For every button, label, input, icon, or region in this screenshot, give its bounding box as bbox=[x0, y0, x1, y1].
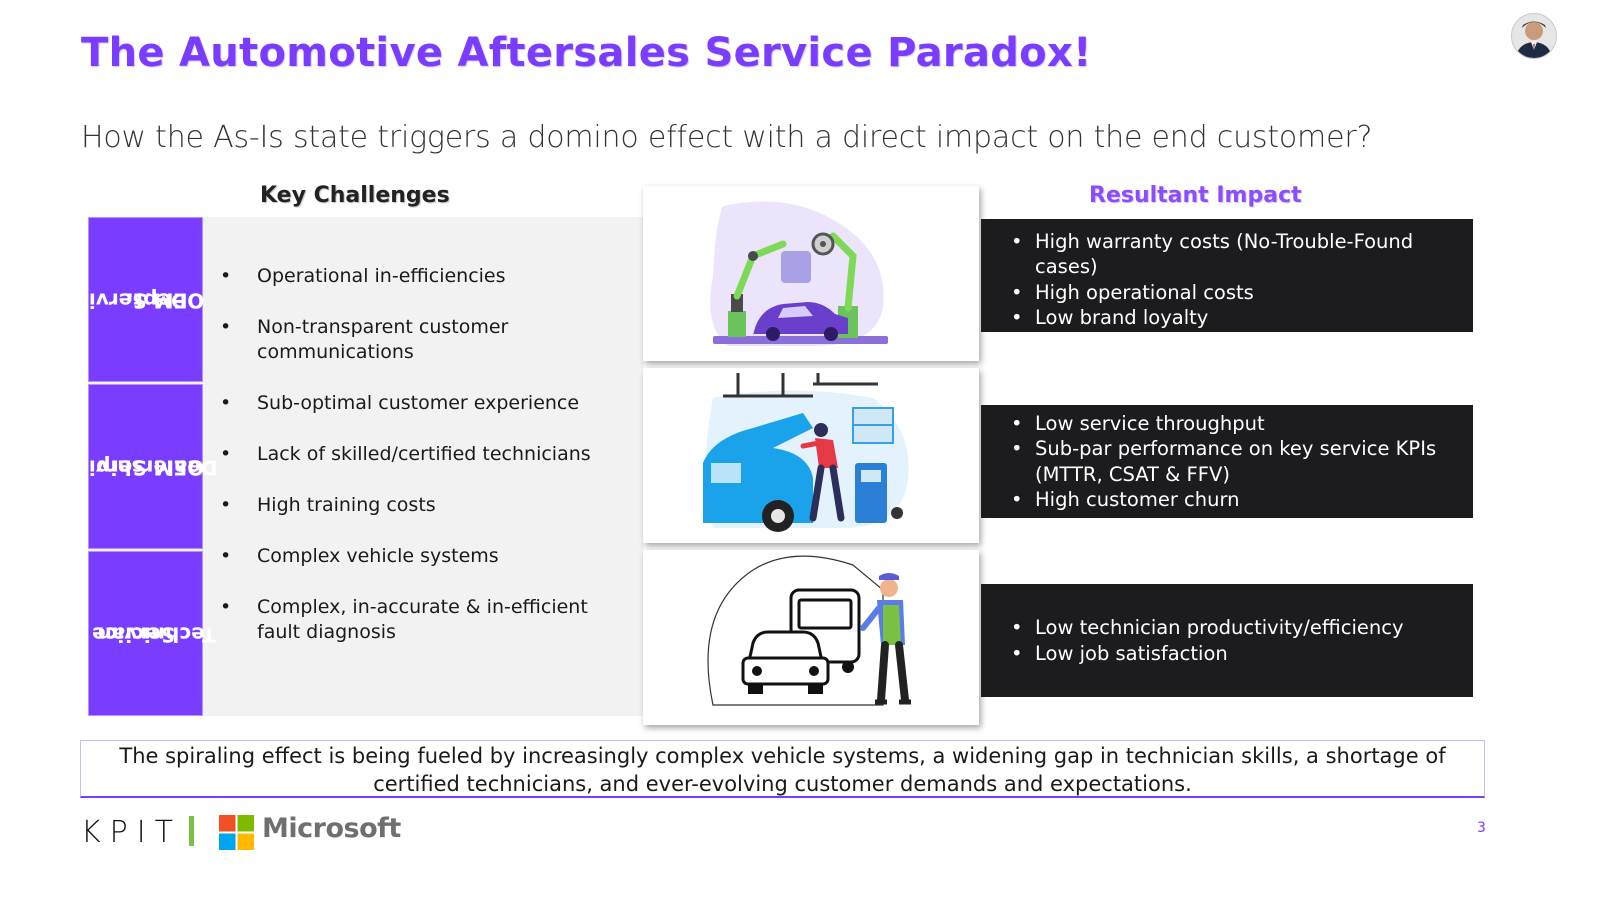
category-service-technician: Service Technician bbox=[88, 551, 216, 716]
mechanic-car-illustration bbox=[643, 368, 979, 543]
factory-robot-illustration bbox=[643, 186, 979, 361]
challenge-item: Operational in-efficiencies bbox=[220, 264, 630, 289]
impact-box-oem-service-dept: High warranty costs (No-Trouble-Found ca… bbox=[981, 219, 1473, 332]
page-number: 3 bbox=[1477, 820, 1486, 836]
mechanic-car-icon bbox=[703, 373, 909, 532]
challenge-item: Non-transparent customer communications bbox=[220, 315, 630, 365]
challenges-list: Operational in-efficiencies Non-transpar… bbox=[220, 264, 630, 671]
technician-vehicles-icon bbox=[707, 555, 911, 706]
slide-title: The Automotive Aftersales Service Parado… bbox=[81, 30, 1092, 76]
impact-box-oem-service-dealership: Low service throughput Sub-par performan… bbox=[981, 405, 1473, 518]
category-label-line: Technician bbox=[97, 622, 217, 646]
resultant-impact-header: Resultant Impact bbox=[1089, 183, 1302, 208]
slide-subtitle: How the As-Is state triggers a domino ef… bbox=[81, 120, 1373, 155]
impact-item: Low job satisfaction bbox=[1011, 641, 1459, 667]
impact-item: High customer churn bbox=[1011, 487, 1459, 513]
challenge-item: High training costs bbox=[220, 493, 630, 518]
challenge-item: Sub-optimal customer experience bbox=[220, 391, 630, 416]
person-icon bbox=[1512, 14, 1556, 58]
challenge-item: Lack of skilled/certified technicians bbox=[220, 442, 630, 467]
technician-vehicles-illustration bbox=[643, 550, 979, 725]
impact-box-service-technician: Low technician productivity/efficiency L… bbox=[981, 584, 1473, 697]
kpit-logo: KPIT bbox=[81, 815, 182, 850]
category-oem-service-dealership: OEM Service Dealership bbox=[64, 384, 218, 549]
kpit-logo-bar bbox=[189, 816, 194, 846]
impact-item: High warranty costs (No-Trouble-Found ca… bbox=[1011, 229, 1459, 280]
impact-item: Low technician productivity/efficiency bbox=[1011, 615, 1459, 641]
user-avatar bbox=[1511, 13, 1557, 59]
factory-robot-icon bbox=[710, 201, 888, 346]
category-label-line: Dept. bbox=[126, 288, 188, 312]
microsoft-logo-icon bbox=[219, 815, 254, 850]
challenge-item: Complex vehicle systems bbox=[220, 544, 630, 569]
category-oem-service-dept: OEM Service Dept. bbox=[64, 217, 204, 382]
key-challenges-header: Key Challenges bbox=[260, 183, 450, 208]
challenge-item: Complex, in-accurate & in-efficient faul… bbox=[220, 595, 630, 645]
category-label-line: Dealership bbox=[96, 455, 218, 479]
microsoft-logo-text: Microsoft bbox=[262, 813, 401, 844]
impact-item: Low service throughput bbox=[1011, 411, 1459, 437]
impact-item: Sub-par performance on key service KPIs … bbox=[1011, 436, 1459, 487]
impact-item: Low brand loyalty bbox=[1011, 305, 1459, 331]
summary-note: The spiraling effect is being fueled by … bbox=[80, 740, 1485, 798]
impact-item: High operational costs bbox=[1011, 280, 1459, 306]
